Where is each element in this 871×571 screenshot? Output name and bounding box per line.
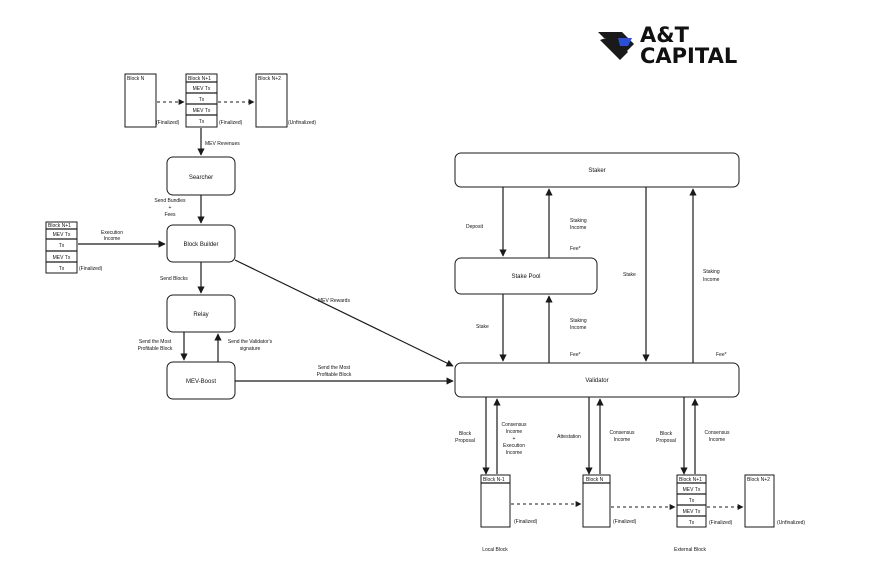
- node-validator: Validator: [454, 362, 740, 398]
- label-send-bundles: +: [169, 205, 172, 211]
- bottom-block-ext: Block N+1 MEV Tx Tx MEV Tx Tx: [676, 474, 707, 528]
- left-block-title: Block N+1: [48, 223, 71, 229]
- node-searcher-label: Searcher: [189, 175, 213, 181]
- label-fee-2: Fee*: [570, 352, 581, 358]
- bottom-local-finalized: (Finalized): [514, 519, 538, 525]
- label-block-proposal-2: Proposal: [656, 438, 676, 444]
- label-staking-income-3: Income: [703, 277, 720, 283]
- label-consensus-income-2: Consensus: [704, 430, 730, 436]
- top-block-n-title: Block N: [127, 76, 145, 82]
- label-staking-income-2: Income: [570, 325, 587, 331]
- top-block-n1-title: Block N+1: [188, 76, 211, 82]
- bottom-block-mid-title: Block N: [586, 477, 604, 483]
- label-consensus-exec-income: Income: [506, 429, 523, 435]
- left-block-row: MEV Tx: [53, 232, 71, 238]
- top-block-row: MEV Tx: [193, 86, 211, 92]
- bottom-block-row: Tx: [689, 520, 695, 526]
- node-relay: Relay: [166, 294, 236, 333]
- top-finalized-1: (Finalized): [156, 120, 180, 126]
- bottom-local-caption: Local Block: [482, 547, 508, 553]
- node-block-builder: Block Builder: [166, 224, 236, 263]
- arrow-mev-rewards: [234, 259, 454, 367]
- top-finalized-2: (Finalized): [219, 120, 243, 126]
- logo-mark-icon: [598, 32, 634, 60]
- label-send-most-profitable-2: Profitable Block: [317, 372, 352, 378]
- node-relay-label: Relay: [193, 312, 208, 318]
- top-block-n2: Block N+2: [255, 73, 288, 128]
- label-fee-3: Fee*: [716, 352, 727, 358]
- node-mev-boost: MEV-Boost: [166, 361, 236, 400]
- top-block-n2-title: Block N+2: [258, 76, 281, 82]
- label-execution-income: Execution: [101, 230, 123, 236]
- logo-text-line2: CAPITAL: [640, 44, 737, 68]
- label-consensus-exec-income: Income: [506, 450, 523, 456]
- top-block-row: MEV Tx: [193, 108, 211, 114]
- top-block-row: Tx: [199, 97, 205, 103]
- label-send-most-profitable: Profitable Block: [138, 346, 173, 352]
- bottom-ext-finalized: (Finalized): [709, 520, 733, 526]
- label-staking-income-2: Staking: [570, 318, 587, 324]
- label-consensus-exec-income: +: [513, 436, 516, 442]
- label-consensus-exec-income: Consensus: [501, 422, 527, 428]
- logo: A&T CAPITAL: [598, 23, 737, 68]
- label-attestation: Attestation: [557, 434, 581, 440]
- bottom-block-ext-title: Block N+1: [679, 477, 702, 483]
- label-stake-1: Stake: [476, 324, 489, 330]
- bottom-block-row: MEV Tx: [683, 509, 701, 515]
- bottom-block-mid: Block N: [582, 474, 611, 528]
- label-send-most-profitable-2: Send the Most: [318, 365, 351, 371]
- label-consensus-exec-income: Execution: [503, 443, 525, 449]
- label-consensus-income-2: Income: [709, 437, 726, 443]
- bottom-block-last-title: Block N+2: [747, 477, 770, 483]
- top-unfinalized: (Unfinalized): [288, 120, 316, 126]
- node-mev-boost-label: MEV-Boost: [186, 379, 216, 385]
- bottom-ext-caption: External Block: [674, 547, 706, 553]
- label-send-most-profitable: Send the Most: [139, 339, 172, 345]
- bottom-block-row: MEV Tx: [683, 487, 701, 493]
- label-block-proposal-1: Proposal: [455, 438, 475, 444]
- label-deposit: Deposit: [466, 224, 484, 230]
- node-stake-pool: Stake Pool: [454, 257, 598, 295]
- label-send-bundles: Send Bundles: [154, 198, 186, 204]
- node-stake-pool-label: Stake Pool: [511, 274, 540, 280]
- label-execution-income: Income: [104, 236, 121, 242]
- label-send-bundles: Fees: [164, 212, 176, 218]
- left-block-finalized: (Finalized): [79, 266, 103, 272]
- bottom-block-last: Block N+2: [744, 474, 775, 528]
- bottom-block-local-title: Block N-1: [483, 477, 505, 483]
- left-block-row: MEV Tx: [53, 255, 71, 261]
- node-searcher: Searcher: [166, 156, 236, 196]
- logo-text-line1: A&T: [640, 23, 690, 47]
- label-mev-revenues: MEV Revenues: [205, 141, 240, 147]
- bottom-last-unfinalized: (Unfinalized): [777, 520, 805, 526]
- bottom-mid-finalized: (Finalized): [613, 519, 637, 525]
- label-block-proposal-1: Block: [459, 431, 472, 437]
- label-block-proposal-2: Block: [660, 431, 673, 437]
- top-block-row: Tx: [199, 119, 205, 125]
- bottom-block-local: Block N-1: [480, 474, 511, 528]
- label-fee-1: Fee*: [570, 246, 581, 252]
- node-staker-label: Staker: [588, 168, 605, 174]
- label-send-validator-sig: signature: [240, 346, 261, 352]
- label-consensus-income-1: Consensus: [609, 430, 635, 436]
- label-staking-income-1: Income: [570, 225, 587, 231]
- node-validator-label: Validator: [585, 378, 608, 384]
- node-block-builder-label: Block Builder: [183, 242, 218, 248]
- label-staking-income-1: Staking: [570, 218, 587, 224]
- left-block-n1: Block N+1 MEV Tx Tx MEV Tx Tx: [45, 221, 78, 274]
- left-block-row: Tx: [59, 243, 65, 249]
- label-consensus-income-1: Income: [614, 437, 631, 443]
- label-send-blocks: Send Blocks: [160, 276, 188, 282]
- label-stake-2: Stake: [623, 272, 636, 278]
- label-send-validator-sig: Send the Validator's: [228, 339, 273, 345]
- top-block-n: Block N: [124, 73, 157, 128]
- label-mev-rewards: MEV Rewards: [318, 298, 350, 304]
- bottom-block-row: Tx: [689, 498, 695, 504]
- node-staker: Staker: [454, 152, 740, 188]
- top-block-n1: Block N+1 MEV Tx Tx MEV Tx Tx: [185, 73, 218, 128]
- left-block-row: Tx: [59, 266, 65, 272]
- label-staking-income-3: Staking: [703, 269, 720, 275]
